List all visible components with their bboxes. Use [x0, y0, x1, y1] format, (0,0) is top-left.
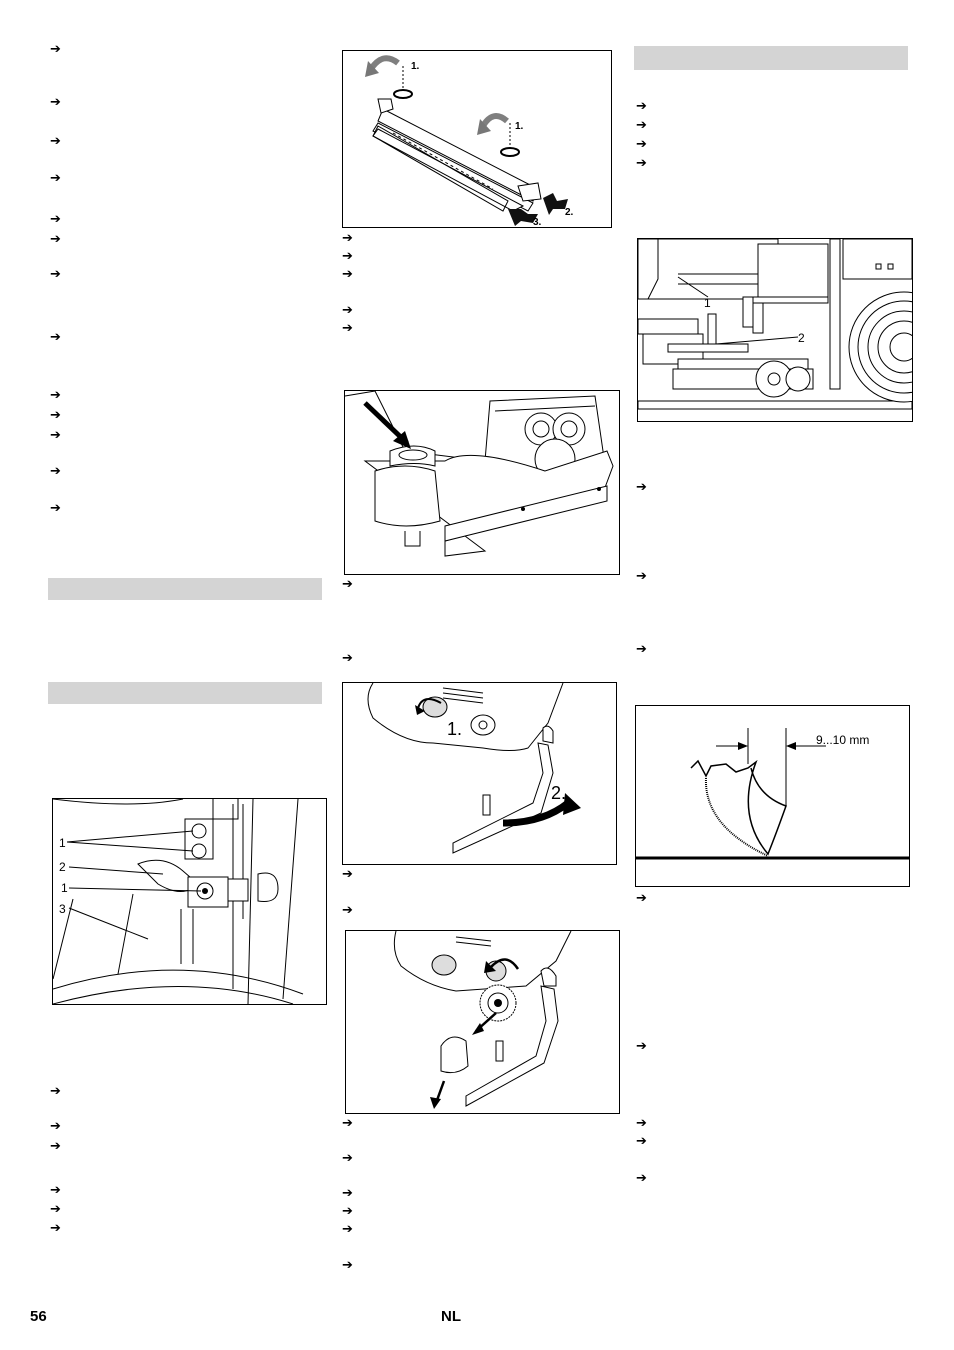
bullet-arrow-icon: ➔ — [636, 1116, 647, 1131]
bullet-arrow-icon: ➔ — [636, 1171, 647, 1186]
bullet-arrow-icon: ➔ — [50, 388, 61, 403]
bullet-arrow-icon: ➔ — [342, 651, 353, 666]
bullet-arrow-icon: ➔ — [342, 903, 353, 918]
bullet-arrow-icon: ➔ — [50, 1202, 61, 1217]
squeegee-label-1b: 1. — [515, 121, 524, 132]
machine-side-illustration: 1 2 — [638, 239, 912, 410]
bullet-arrow-icon: ➔ — [342, 321, 353, 336]
bullet-arrow-icon: ➔ — [636, 642, 647, 657]
bullet-arrow-icon: ➔ — [636, 156, 647, 171]
bullet-arrow-icon: ➔ — [342, 1116, 353, 1131]
bullet-arrow-icon: ➔ — [342, 1186, 353, 1201]
squeegee-label-3: 3. — [533, 217, 542, 227]
adjustment-knob-figure: 1 2 1 3 — [52, 798, 327, 1005]
bullet-arrow-icon: ➔ — [342, 1151, 353, 1166]
squeegee-label-2: 2. — [565, 207, 574, 218]
machine-label-1: 1 — [704, 296, 711, 310]
section-header-bar — [48, 682, 322, 704]
bullet-arrow-icon: ➔ — [50, 408, 61, 423]
bullet-arrow-icon: ➔ — [636, 1134, 647, 1149]
bullet-arrow-icon: ➔ — [342, 249, 353, 264]
squeegee-lip-dimension-figure: 9...10 mm — [635, 705, 910, 887]
squeegee-lip-dimension-illustration: 9...10 mm — [636, 728, 909, 860]
bullet-arrow-icon: ➔ — [342, 1204, 353, 1219]
brush-cover-label-1: 1. — [447, 719, 462, 739]
brush-removal-illustration — [393, 931, 572, 1109]
brush-removal-figure — [345, 930, 620, 1114]
adjustment-label-1b: 1 — [61, 881, 68, 895]
bullet-arrow-icon: ➔ — [50, 1221, 61, 1236]
bullet-arrow-icon: ➔ — [636, 480, 647, 495]
bullet-arrow-icon: ➔ — [342, 303, 353, 318]
adjustment-knob-illustration: 1 2 1 3 — [53, 799, 304, 1004]
machine-side-figure: 1 2 — [637, 238, 913, 422]
bullet-arrow-icon: ➔ — [636, 569, 647, 584]
bullet-arrow-icon: ➔ — [342, 1258, 353, 1273]
bullet-arrow-icon: ➔ — [50, 267, 61, 282]
squeegee-wing-nut-figure — [344, 390, 620, 575]
bullet-arrow-icon: ➔ — [50, 171, 61, 186]
bullet-arrow-icon: ➔ — [50, 1119, 61, 1134]
brush-cover-figure: 1. 2. — [342, 682, 617, 865]
brush-cover-label-2: 2. — [551, 783, 566, 803]
squeegee-label-1a: 1. — [411, 61, 420, 72]
squeegee-wing-nut-illustration — [345, 391, 614, 557]
dimension-label: 9...10 mm — [816, 733, 869, 747]
bullet-arrow-icon: ➔ — [50, 1139, 61, 1154]
adjustment-label-2: 2 — [59, 860, 66, 874]
bullet-arrow-icon: ➔ — [50, 330, 61, 345]
bullet-arrow-icon: ➔ — [50, 1183, 61, 1198]
bullet-arrow-icon: ➔ — [50, 212, 61, 227]
bullet-arrow-icon: ➔ — [50, 501, 61, 516]
bullet-arrow-icon: ➔ — [50, 95, 61, 110]
bullet-arrow-icon: ➔ — [50, 232, 61, 247]
squeegee-removal-illustration: 1. 1. 2. 3. — [365, 55, 574, 227]
bullet-arrow-icon: ➔ — [636, 118, 647, 133]
bullet-arrow-icon: ➔ — [342, 231, 353, 246]
section-header-bar — [48, 578, 322, 600]
bullet-arrow-icon: ➔ — [636, 99, 647, 114]
brush-cover-illustration: 1. 2. — [367, 683, 581, 854]
bullet-arrow-icon: ➔ — [50, 464, 61, 479]
bullet-arrow-icon: ➔ — [342, 267, 353, 282]
bullet-arrow-icon: ➔ — [636, 891, 647, 906]
squeegee-removal-figure: 1. 1. 2. 3. — [342, 50, 612, 228]
bullet-arrow-icon: ➔ — [50, 428, 61, 443]
page-number: 56 — [30, 1308, 47, 1325]
bullet-arrow-icon: ➔ — [50, 1084, 61, 1099]
section-header-bar — [634, 46, 908, 70]
adjustment-label-1a: 1 — [59, 836, 66, 850]
bullet-arrow-icon: ➔ — [636, 137, 647, 152]
bullet-arrow-icon: ➔ — [636, 1039, 647, 1054]
bullet-arrow-icon: ➔ — [50, 134, 61, 149]
machine-label-2: 2 — [798, 331, 805, 345]
language-code: NL — [441, 1308, 461, 1325]
bullet-arrow-icon: ➔ — [342, 577, 353, 592]
adjustment-label-3: 3 — [59, 902, 66, 916]
bullet-arrow-icon: ➔ — [50, 42, 61, 57]
bullet-arrow-icon: ➔ — [342, 867, 353, 882]
bullet-arrow-icon: ➔ — [342, 1222, 353, 1237]
